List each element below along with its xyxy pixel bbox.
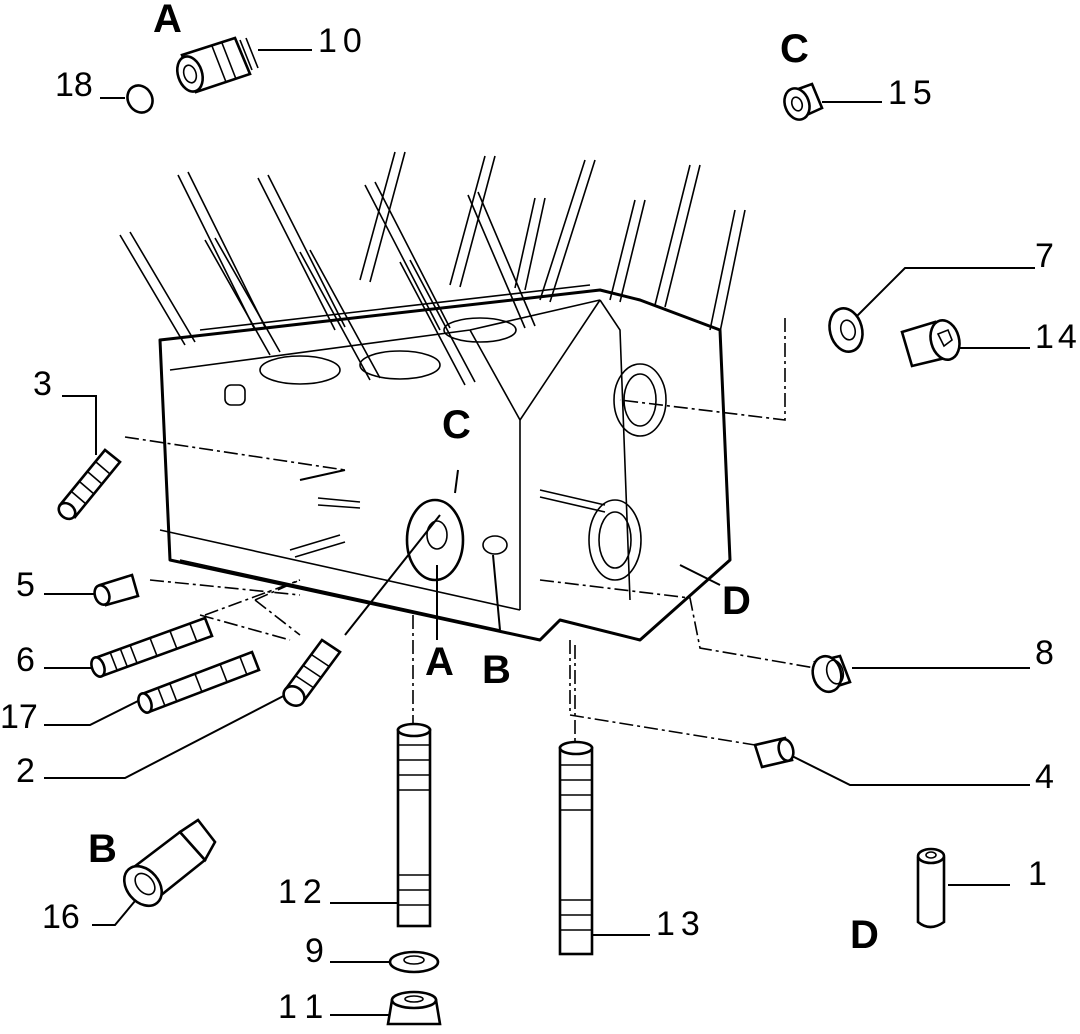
callout-9: 9 (305, 932, 324, 970)
callout-15: 15 (888, 74, 938, 112)
fitting-part-16 (122, 818, 217, 908)
callout-16: 16 (42, 898, 80, 936)
callout-1: 1 (1028, 855, 1047, 893)
callout-6: 6 (16, 641, 35, 679)
detail-letter-d-detail: D (850, 913, 879, 957)
callout-5: 5 (16, 566, 35, 604)
detail-letter-a-block: A (425, 640, 454, 684)
dowel-part-5 (93, 573, 140, 607)
detail-letter-a-top: A (153, 0, 182, 41)
detail-letter-d-block: D (722, 579, 751, 623)
sleeve-part-1 (916, 847, 946, 929)
stud-part-6 (90, 616, 214, 678)
callout-10: 10 (318, 22, 368, 60)
stud-part-17 (137, 650, 261, 714)
callout-17: 17 (0, 698, 38, 736)
hex-plug-part (900, 319, 961, 368)
engine-block (119, 151, 746, 642)
cup-plug-part (811, 654, 852, 694)
detail-letter-c-block: C (442, 403, 471, 447)
callout-8: 8 (1035, 634, 1054, 672)
detail-letters: A C C A B D B D (88, 0, 879, 957)
callout-14: 14 (1035, 318, 1080, 356)
callout-7: 7 (1035, 237, 1054, 275)
hex-nut-part-11 (386, 990, 442, 1026)
stud-part-3 (57, 448, 122, 521)
threaded-fitting-part (176, 36, 259, 94)
callout-13: 13 (656, 905, 706, 943)
callout-3: 3 (33, 365, 52, 403)
stud-part-12 (396, 722, 432, 928)
threaded-plug-part (783, 82, 824, 121)
o-ring-part (126, 84, 154, 114)
assembly-lines (124, 318, 816, 746)
dowel-part-4 (753, 736, 795, 769)
detail-letter-c-top: C (780, 27, 809, 71)
callout-18: 18 (55, 66, 93, 104)
callout-12: 12 (278, 873, 328, 911)
detail-letter-b-block: B (482, 648, 511, 692)
detail-letter-b-detail: B (88, 827, 117, 871)
sealing-washer-part (828, 307, 864, 353)
stud-part-2 (282, 638, 342, 708)
washer-part-9 (388, 950, 440, 974)
callout-leaders (44, 49, 1035, 1016)
stud-part-13 (558, 740, 594, 956)
callout-4: 4 (1035, 758, 1054, 796)
callout-2: 2 (16, 752, 35, 790)
callout-11: 11 (278, 988, 333, 1026)
callout-labels: 18 10 15 7 14 3 5 6 17 2 8 4 1 12 13 9 1… (0, 22, 1080, 1026)
parts (57, 36, 961, 1026)
